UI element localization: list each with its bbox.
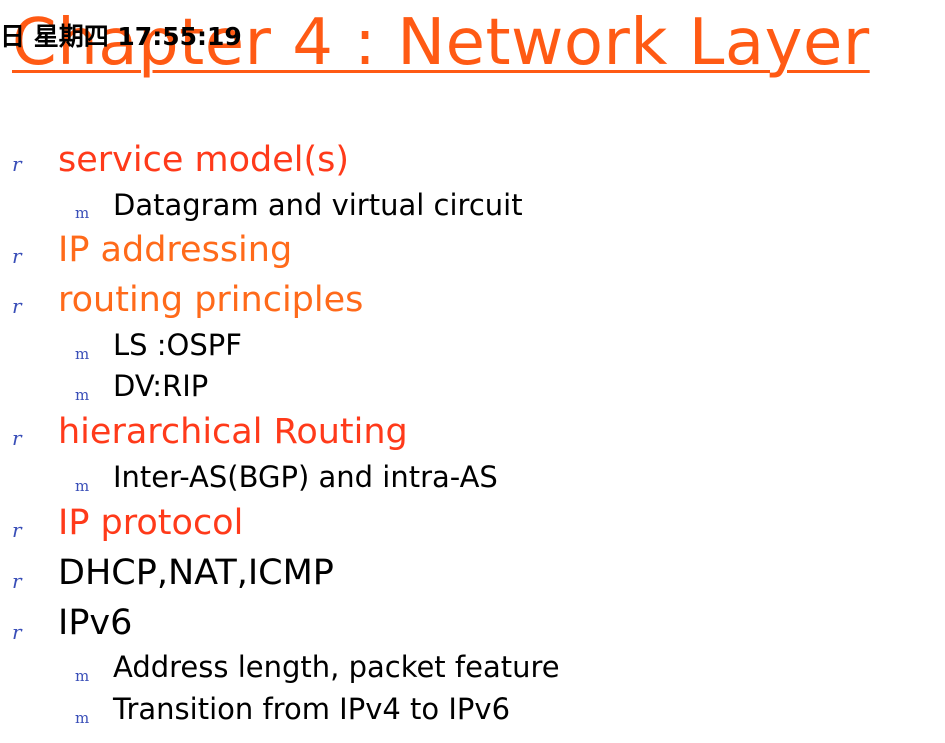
- list-item: hierarchical Routing: [58, 412, 408, 452]
- bullet-marker: r: [12, 426, 22, 450]
- list-item: DHCP,NAT,ICMP: [58, 553, 334, 593]
- bullet-marker: r: [12, 569, 22, 593]
- slide-title: Chapter 4 : Network Layer: [12, 6, 870, 80]
- list-item: service model(s): [58, 140, 350, 180]
- sub-list-item: LS :OSPF: [113, 328, 242, 362]
- timestamp-overlay: 日 星期四 17:55:19: [0, 22, 242, 51]
- sub-bullet-marker: m: [75, 477, 90, 495]
- sub-list-item: DV:RIP: [113, 369, 209, 403]
- bullet-marker: r: [12, 294, 22, 318]
- list-item: IP protocol: [58, 503, 244, 543]
- sub-list-item: Inter-AS(BGP) and intra-AS: [113, 460, 498, 494]
- sub-bullet-marker: m: [75, 204, 90, 222]
- list-item: routing principles: [58, 280, 364, 320]
- sub-bullet-marker: m: [75, 345, 90, 363]
- sub-bullet-marker: m: [75, 667, 90, 685]
- sub-list-item: Transition from IPv4 to IPv6: [113, 692, 511, 726]
- sub-list-item: Address length, packet feature: [113, 650, 560, 684]
- list-item: IP addressing: [58, 230, 293, 270]
- bullet-marker: r: [12, 518, 22, 542]
- bullet-marker: r: [12, 620, 22, 644]
- sub-bullet-marker: m: [75, 709, 90, 727]
- list-item: IPv6: [58, 603, 133, 643]
- sub-list-item: Datagram and virtual circuit: [113, 188, 523, 222]
- bullet-marker: r: [12, 244, 22, 268]
- sub-bullet-marker: m: [75, 386, 90, 404]
- bullet-marker: r: [12, 152, 22, 176]
